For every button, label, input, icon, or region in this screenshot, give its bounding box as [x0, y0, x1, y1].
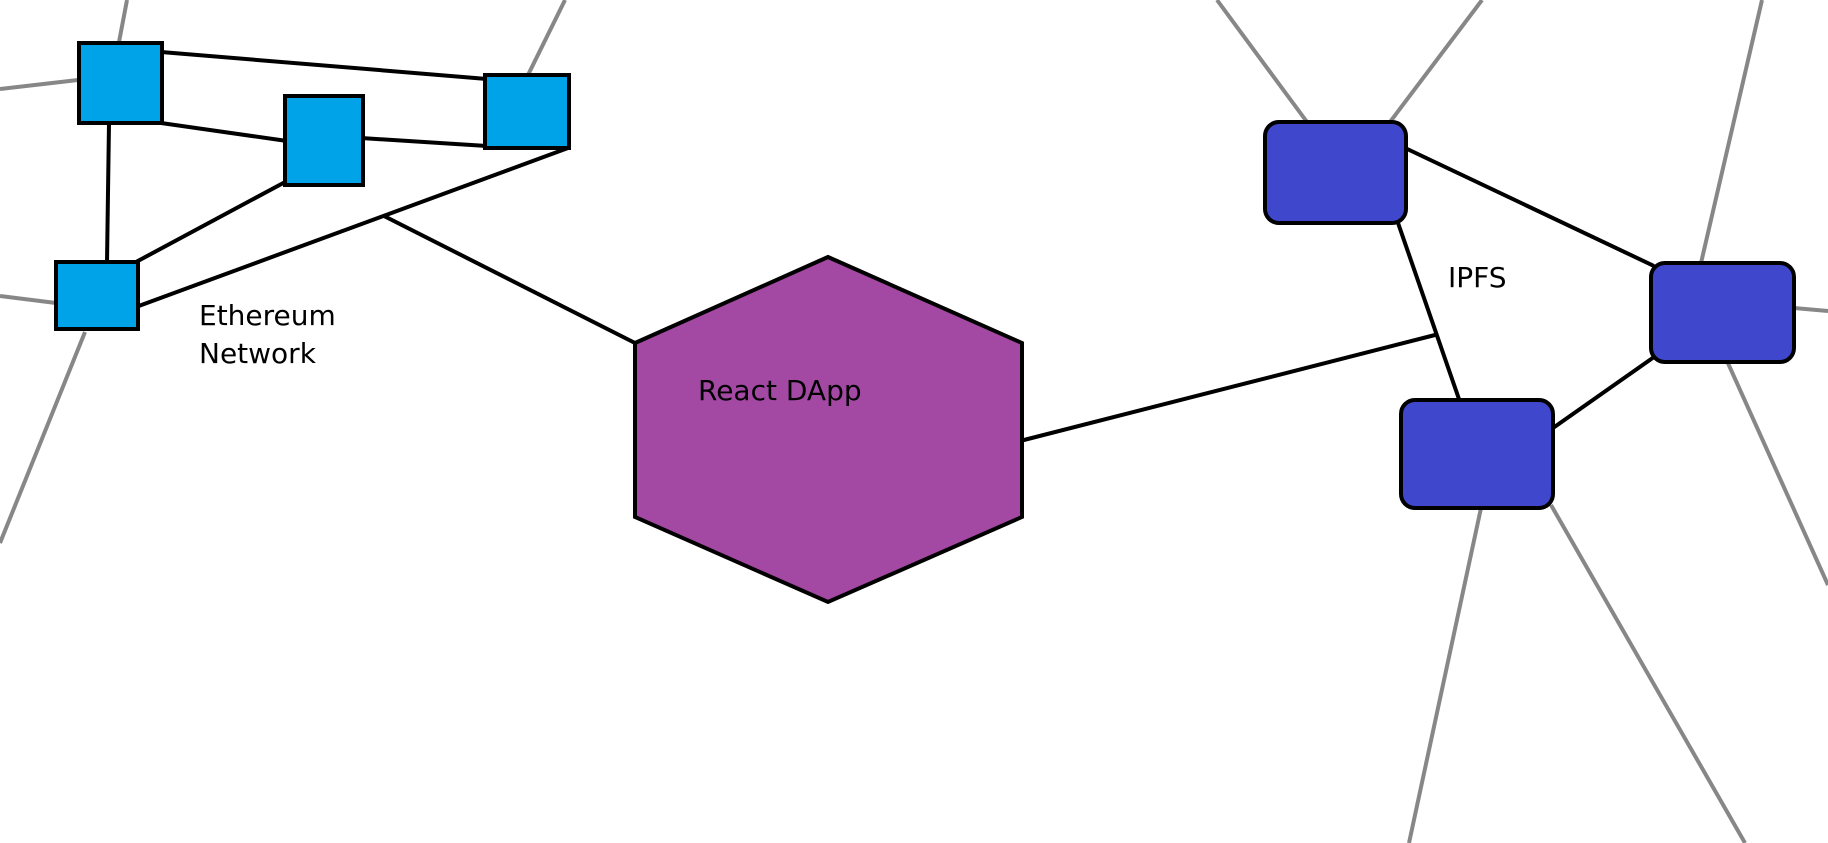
external-edge — [1215, 0, 1309, 124]
dapp-label: React DApp — [698, 374, 862, 407]
ipfs-nodes — [1263, 120, 1796, 510]
ipfs-link — [1395, 219, 1462, 403]
external-edge — [1793, 306, 1828, 313]
external-edge — [0, 294, 57, 305]
ipfs-link — [1402, 145, 1655, 268]
dapp-connections — [383, 214, 1436, 443]
ethereum-link — [105, 122, 111, 263]
external-edge — [0, 78, 79, 91]
ethereum-label-line1: Ethereum — [199, 299, 336, 332]
ipfs-links — [1395, 145, 1656, 430]
ipfs-label: IPFS — [1448, 261, 1507, 294]
ethereum-node — [77, 41, 164, 125]
ethereum-link — [135, 146, 569, 309]
ethereum-nodes — [54, 41, 571, 331]
ipfs-link — [1551, 355, 1656, 430]
external-edge — [1699, 0, 1764, 264]
external-edge — [526, 0, 567, 76]
ethereum-node — [483, 73, 571, 150]
ethereum-link — [135, 179, 288, 264]
ethereum-network-links — [105, 50, 569, 309]
ipfs-node — [1399, 398, 1555, 510]
external-edge — [0, 331, 87, 544]
external-edge — [1407, 507, 1483, 843]
ethereum-link — [160, 121, 288, 143]
external-edge — [1725, 360, 1828, 586]
ethereum-link — [160, 50, 488, 81]
dapp-hexagon — [633, 254, 1024, 605]
dapp-to-ipfs-link — [1019, 333, 1436, 443]
external-edge — [1388, 0, 1484, 124]
ethereum-node — [54, 260, 140, 331]
ipfs-node — [1649, 261, 1796, 364]
external-edge — [117, 0, 129, 43]
ethereum-node — [283, 94, 365, 187]
external-edge — [1549, 504, 1747, 843]
dapp-to-ethereum-link — [383, 214, 636, 345]
ethereum-label-line2: Network — [199, 337, 317, 370]
ipfs-node — [1263, 120, 1408, 225]
ethereum-link — [360, 136, 488, 148]
